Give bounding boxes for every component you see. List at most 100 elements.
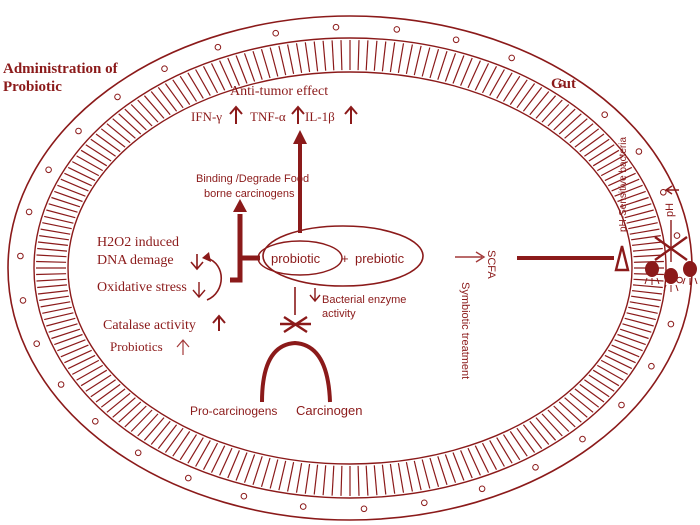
villus [614,339,643,352]
ring-bubble [508,54,516,62]
anti-tumor-label: Anti-tumor effect [230,84,328,99]
villus [614,184,643,197]
villus [535,95,557,119]
villus [629,301,660,308]
villus [592,149,620,167]
villus [243,454,256,483]
villus [626,312,656,321]
villus [150,91,171,116]
villus [608,172,636,187]
villus [564,118,588,139]
ring-bubble [393,26,401,33]
ring-bubble [33,340,41,348]
villus [100,388,126,408]
villus [608,349,636,364]
villus [574,128,600,148]
villus [313,41,319,72]
villus [85,144,112,162]
gut-lumen-wall [67,71,633,465]
villus [64,349,92,364]
villus [574,388,600,408]
villus [287,44,295,75]
villus [624,209,654,219]
ring-bubble [421,499,428,507]
villus [85,374,112,392]
villus [322,40,327,71]
villus [496,437,513,464]
villus [57,339,86,352]
villus [322,465,327,496]
villus [44,215,74,224]
villus [467,60,481,89]
bacterial-enzyme-label-line1: Bacterial enzyme [322,294,406,306]
villus [243,53,256,82]
villus [489,440,505,467]
villus [617,190,646,203]
villus [579,383,605,403]
villus [413,45,422,76]
villus [60,344,89,358]
prebiotic-label: prebiotic [355,251,405,266]
villus [452,452,465,481]
villus [179,434,198,461]
villus [365,40,369,71]
ring-bubble [92,418,99,425]
ring-bubble [214,43,222,51]
enzyme-down-arrow-icon [309,288,321,303]
villus [547,104,570,127]
cycle-arrow [206,257,222,301]
villus [617,333,646,346]
gut-label: Gut [551,76,576,92]
villus [604,354,633,370]
dna-damage-down-arrow-icon [190,254,204,271]
villus [36,254,67,258]
villus [564,397,588,418]
ring-bubble [478,485,486,493]
villus [143,417,165,441]
villus [340,40,343,71]
anti-tumor-arrow-head [293,130,307,144]
villus [40,301,71,308]
villus [143,95,165,119]
villus [437,456,448,485]
probiotics-label: Probiotics [110,339,163,354]
tnf-up-arrow-icon [291,105,305,124]
villus [365,465,369,496]
villus [36,273,67,276]
bacterium-icon [663,268,679,292]
villus [304,42,311,73]
villus [558,113,582,135]
villus [227,450,240,479]
oxidative-stress-label: Oxidative stress [97,280,187,295]
villus [553,108,576,131]
enzyme-block-x-icon [280,315,311,334]
ring-bubble [114,93,121,101]
villus [48,203,78,213]
villus [51,328,81,340]
villus [579,133,605,153]
villus [619,196,649,208]
villus [558,401,582,423]
villus [624,317,654,327]
catalase-label: Catalase activity [103,318,196,333]
villus [397,462,405,493]
villus [460,57,473,86]
villus [592,369,620,387]
villus [260,457,271,487]
oxidative-down-arrow-icon [192,282,206,299]
ring-bubble [57,381,65,388]
villus [195,440,211,467]
villus [331,465,335,496]
villus [67,166,96,182]
villus [157,87,178,112]
villus [252,456,263,485]
villus [522,424,543,449]
villus [269,47,279,77]
villus [600,161,628,177]
villus [44,312,74,321]
villus [57,184,86,197]
villus [130,409,153,432]
administration-label-line2: Probiotic [3,79,62,95]
bacteria-cluster-icon [644,261,698,292]
